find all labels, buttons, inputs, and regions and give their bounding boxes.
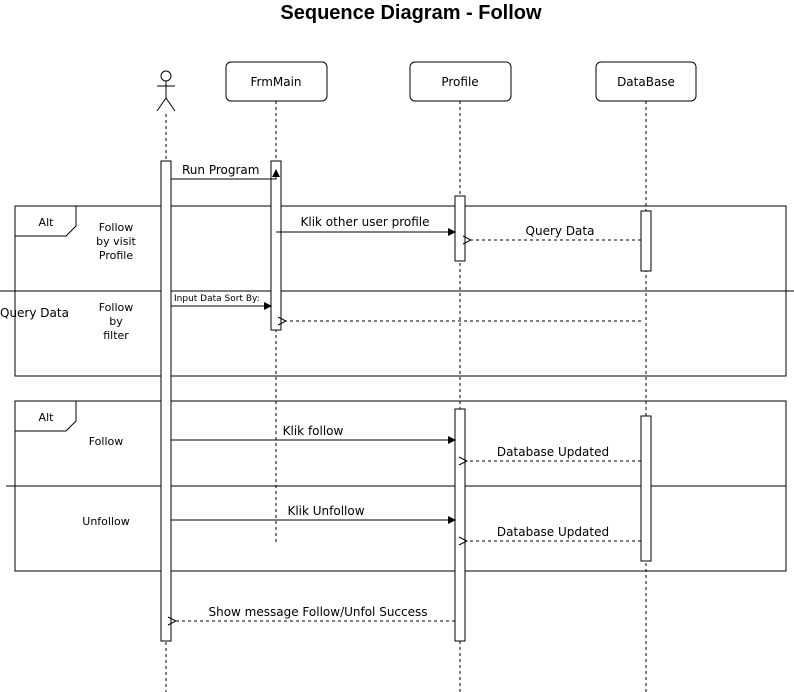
message-run-program-arrow <box>171 169 280 180</box>
message-database-updated-1-label: Database Updated <box>497 445 609 459</box>
participant-frmmain-label: FrmMain <box>250 75 301 89</box>
participant-database: DataBase <box>595 61 697 102</box>
guard-follow-visit-line3: Profile <box>99 249 133 262</box>
message-query-data-label: Query Data <box>526 224 595 238</box>
alt-fragment-2: Alt Follow Unfollow <box>6 400 787 572</box>
message-show-success-label: Show message Follow/Unfol Success <box>208 605 427 619</box>
activation-frmmain <box>270 160 282 331</box>
participant-profile: Profile <box>409 61 512 102</box>
guard-follow-filter-line2: by <box>109 315 123 328</box>
participant-frmmain: FrmMain <box>225 61 328 102</box>
activation-actor <box>160 160 172 642</box>
guard-follow-visit-line1: Follow <box>99 221 134 234</box>
activation-database-1 <box>640 210 652 272</box>
participant-profile-label: Profile <box>441 75 478 89</box>
guard-follow-filter-line1: Follow <box>99 301 134 314</box>
guard-follow-visit-line2: by visit <box>96 235 136 248</box>
activation-database-2 <box>640 415 652 562</box>
message-database-updated-2-label: Database Updated <box>497 525 609 539</box>
alt-fragment-1: Alt Follow by visit Profile Follow by fi… <box>0 205 794 377</box>
message-klik-follow-label: Klik follow <box>283 424 344 438</box>
message-klik-other-user-profile-label: Klik other user profile <box>301 215 430 229</box>
message-klik-unfollow-label: Klik Unfollow <box>287 504 364 518</box>
guard-follow: Follow <box>89 435 124 448</box>
diagram-title: Sequence Diagram - Follow <box>280 2 542 24</box>
alt-operator-label: Alt <box>39 216 55 229</box>
message-run-program-label: Run Program <box>182 163 259 177</box>
guard-follow-filter-line3: filter <box>103 329 129 342</box>
activation-profile-2 <box>454 408 466 642</box>
side-label-query-data: Query Data <box>0 306 69 320</box>
alt-operator-label: Alt <box>39 411 55 424</box>
activation-profile-1 <box>454 195 466 262</box>
actor-icon <box>156 70 176 112</box>
guard-unfollow: Unfollow <box>82 515 129 528</box>
participant-database-label: DataBase <box>617 75 675 89</box>
message-input-data-sort-label: Input Data Sort By: <box>174 294 260 304</box>
